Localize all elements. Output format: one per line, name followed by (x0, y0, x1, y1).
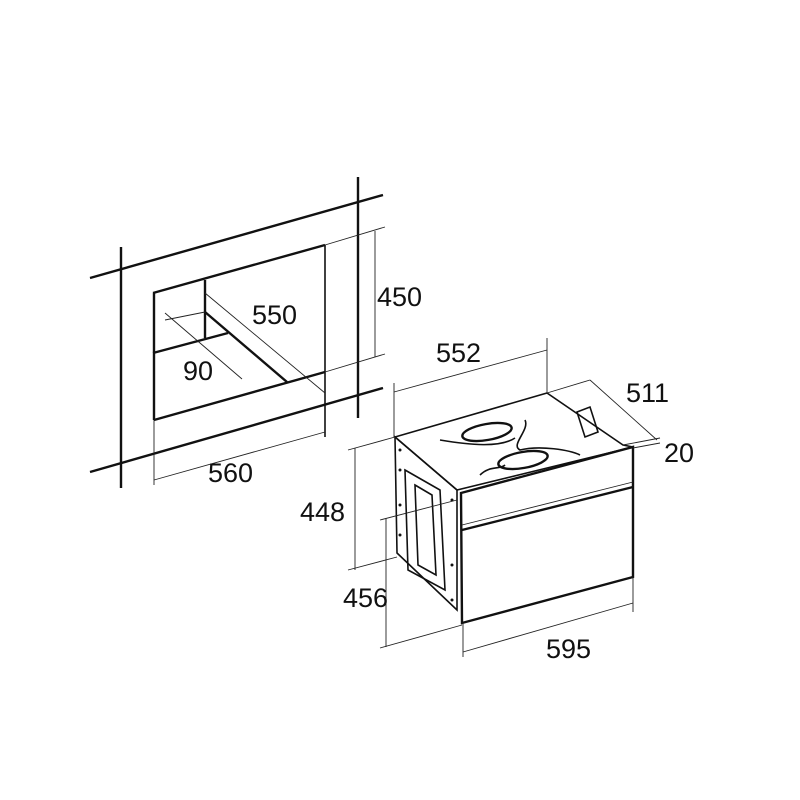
oven-drawing: 552 511 20 448 456 595 (300, 338, 694, 664)
oven-top (393, 392, 634, 491)
448-ext-top (347, 436, 396, 451)
niche-drawing: 450 550 90 560 (89, 177, 422, 488)
wall-bottom-line (89, 386, 384, 474)
20-ext-2 (632, 442, 661, 449)
niche-gap-label: 90 (183, 356, 213, 386)
height-ext-top (324, 226, 386, 246)
448-ext-bottom (347, 556, 398, 571)
front-divider-edge (461, 481, 634, 526)
niche-shelf (152, 331, 229, 355)
niche-width-label: 560 (208, 458, 253, 488)
wall-top-line (89, 193, 384, 280)
oven-front-panel (459, 445, 635, 625)
456-ext-top (379, 499, 458, 521)
top-cables (439, 419, 581, 476)
depth-dimension-line (204, 292, 326, 394)
oven-height-label: 448 (300, 497, 345, 527)
front-height-label: 456 (343, 583, 388, 613)
511-dimension-line (589, 379, 658, 441)
niche-height-label: 450 (377, 282, 422, 312)
width-dimension-line (153, 431, 326, 481)
oven-width-label: 552 (436, 338, 481, 368)
456-ext-bottom (379, 624, 463, 649)
rear-bracket (576, 405, 599, 439)
niche-bottom (153, 370, 326, 422)
niche-top (152, 243, 326, 295)
top-vent-ring-2 (497, 449, 549, 471)
552-dimension-line (393, 349, 548, 393)
height-ext-bottom (324, 353, 386, 373)
gap-extension-line (164, 311, 206, 321)
panel-thickness-label: 20 (664, 438, 694, 468)
side-mounting-frame (404, 468, 446, 592)
top-vent-ring-1 (461, 421, 513, 443)
niche-depth-label: 550 (252, 300, 297, 330)
oven-side (394, 435, 458, 612)
front-divider (461, 485, 634, 532)
niche-inner-diagonal (204, 311, 288, 383)
gap-dimension-line (164, 312, 243, 380)
side-screws (398, 448, 454, 602)
595-dimension-line (462, 602, 634, 653)
511-ext (546, 379, 591, 394)
oven-depth-label: 511 (626, 378, 669, 408)
front-width-label: 595 (546, 634, 591, 664)
20-ext-1 (622, 437, 661, 446)
